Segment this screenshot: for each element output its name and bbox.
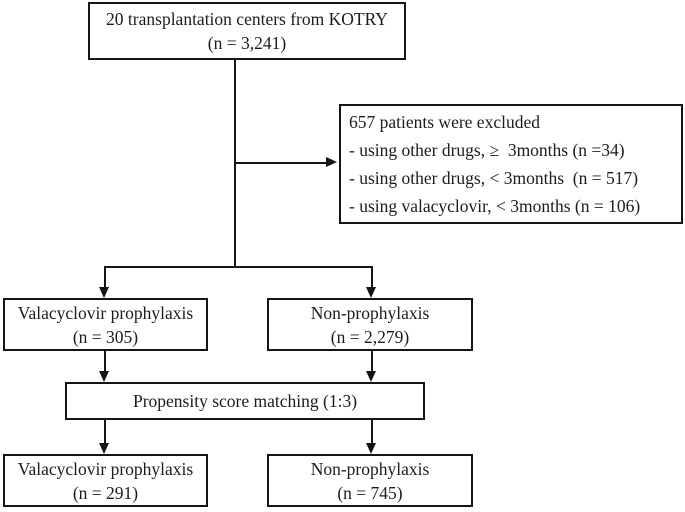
connector-matching-to-bottom-right [371, 420, 373, 443]
flow-box-valacyclovir-matched: Valacyclovir prophylaxis (n = 291) [3, 454, 208, 507]
arrowhead-down-right-branch-icon [366, 287, 376, 298]
box-text-line: Non-prophylaxis [310, 302, 430, 323]
connector-exclusion-horizontal [235, 162, 326, 164]
exclusion-item: - using other drugs, ≥ 3months (n =34) [349, 140, 625, 160]
box-text-line: Non-prophylaxis [310, 458, 430, 479]
flow-box-valacyclovir-group: Valacyclovir prophylaxis (n = 305) [3, 298, 208, 351]
connector-branch-horizontal [104, 266, 373, 268]
connector-right-to-matching [371, 351, 373, 372]
arrowhead-down-right-matching-icon [366, 371, 376, 382]
flow-box-kotry-source: 20 transplantation centers from KOTRY (n… [88, 2, 406, 60]
box-text-line: Propensity score matching (1:3) [132, 391, 358, 411]
box-n-value: (n = 291) [72, 482, 139, 503]
box-text-line: Valacyclovir prophylaxis [17, 458, 194, 479]
flow-box-exclusions: 657 patients were excluded - using other… [339, 104, 683, 224]
connector-matching-to-bottom-left [104, 420, 106, 443]
flow-box-propensity-matching: Propensity score matching (1:3) [65, 382, 425, 420]
exclusion-item: - using valacyclovir, < 3months (n = 106… [349, 196, 641, 216]
flow-box-nonprophylaxis-group: Non-prophylaxis (n = 2,279) [267, 298, 473, 351]
box-text-line: 20 transplantation centers from KOTRY [106, 9, 388, 29]
exclusion-item: - using other drugs, < 3months (n = 517) [349, 168, 639, 188]
connector-left-to-matching [104, 351, 106, 372]
arrowhead-down-left-branch-icon [99, 287, 109, 298]
arrowhead-down-left-matching-icon [99, 371, 109, 382]
box-n-value: (n = 305) [72, 326, 139, 347]
arrowhead-right-exclusion-icon [326, 157, 337, 167]
box-n-value: (n = 745) [337, 482, 403, 503]
arrowhead-down-bottom-left-icon [99, 443, 109, 454]
box-n-value: (n = 2,279) [330, 326, 410, 347]
arrowhead-down-bottom-right-icon [366, 443, 376, 454]
exclusion-title: 657 patients were excluded [349, 112, 540, 132]
flow-box-nonprophylaxis-matched: Non-prophylaxis (n = 745) [267, 454, 473, 507]
box-text-line: Valacyclovir prophylaxis [17, 302, 194, 323]
connector-branch-right-vertical [371, 266, 373, 287]
connector-branch-left-vertical [104, 266, 106, 287]
box-n-value: (n = 3,241) [207, 33, 287, 53]
